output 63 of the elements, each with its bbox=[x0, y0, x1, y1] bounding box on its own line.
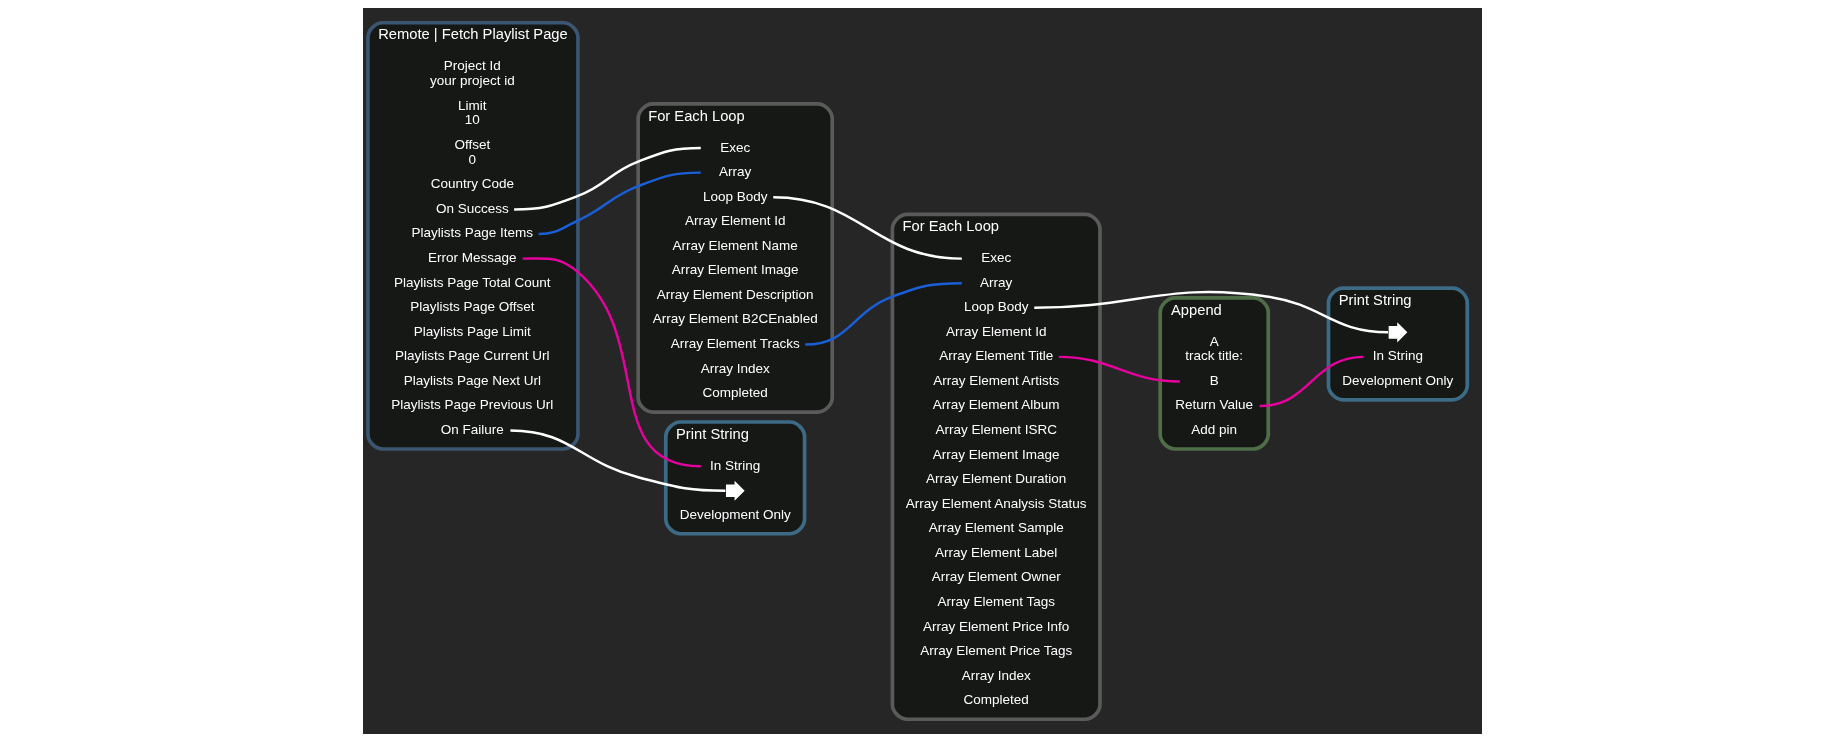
node-text: Array Element Artists bbox=[932, 372, 1059, 388]
connector bbox=[513, 146, 701, 211]
node-text: Return Value bbox=[1174, 397, 1253, 413]
connector bbox=[1033, 290, 1388, 334]
connector bbox=[804, 281, 962, 346]
connector bbox=[509, 429, 725, 492]
node-text: In String bbox=[709, 457, 760, 473]
node-text: Array Element Title bbox=[938, 348, 1053, 364]
node-text: Playlists Page Total Count bbox=[393, 274, 551, 290]
node-text: Error Message bbox=[427, 250, 517, 266]
node-text: Array Element Tags bbox=[936, 593, 1055, 609]
node-text: Development Only bbox=[1341, 372, 1453, 388]
node-text: Add pin bbox=[1190, 422, 1237, 438]
connector bbox=[1058, 355, 1180, 383]
node-text: Playlists Page Offset bbox=[409, 299, 534, 315]
node-text: Array bbox=[979, 274, 1012, 290]
node-text: Array Element Name bbox=[672, 237, 798, 253]
node-text: Project Id your project id bbox=[429, 58, 515, 89]
node-text: Array Element Id bbox=[945, 323, 1046, 339]
node-text: Array Element Image bbox=[671, 262, 799, 278]
node-text: Array Element Duration bbox=[925, 471, 1066, 487]
node-text: Playlists Page Limit bbox=[413, 323, 531, 339]
node-text: A track title: bbox=[1184, 333, 1243, 364]
node-text: Array Element Label bbox=[934, 544, 1057, 560]
node-text: On Failure bbox=[440, 422, 504, 438]
node-text: Offset 0 bbox=[453, 137, 490, 167]
node-text: Array Element B2CEnabled bbox=[652, 311, 818, 327]
node-text: Array Element ISRC bbox=[934, 422, 1057, 438]
connector bbox=[522, 257, 701, 468]
node-text: Array Index bbox=[961, 667, 1031, 683]
node-text: In String bbox=[1372, 348, 1423, 364]
connector bbox=[772, 195, 962, 260]
node-text: On Success bbox=[435, 200, 509, 216]
node-text: Playlists Page Items bbox=[411, 225, 533, 241]
node-text: Array bbox=[718, 164, 751, 180]
node-box bbox=[725, 480, 745, 501]
node-text: Exec bbox=[719, 139, 750, 155]
node-text: Array Element Description bbox=[656, 286, 814, 302]
node-text: Completed bbox=[963, 692, 1029, 708]
connector bbox=[538, 171, 701, 236]
node-text: Country Code bbox=[430, 176, 514, 192]
node-text: Array Element Tracks bbox=[670, 336, 800, 352]
node-text: B bbox=[1209, 372, 1219, 388]
node-box bbox=[1388, 322, 1407, 343]
node-text: Array Element Price Info bbox=[922, 618, 1069, 634]
connector bbox=[1259, 355, 1364, 408]
node-text: Array Element Owner bbox=[931, 569, 1061, 585]
node-text: Playlists Page Next Url bbox=[403, 372, 541, 388]
node-text: Development Only bbox=[679, 506, 791, 522]
node-text: Array Element Album bbox=[932, 397, 1060, 413]
node-text: Array Element Analysis Status bbox=[905, 495, 1087, 511]
node-text: Exec bbox=[980, 250, 1011, 266]
node-text: Array Element Id bbox=[684, 213, 785, 229]
node-text: Array Element Price Tags bbox=[919, 643, 1072, 659]
node-text: Loop Body bbox=[702, 188, 767, 204]
node-text: Limit 10 bbox=[457, 97, 487, 128]
node-text: Array Index bbox=[700, 360, 770, 376]
node-text: Array Element Image bbox=[932, 446, 1060, 462]
node-text: Completed bbox=[702, 385, 768, 401]
node-text: Playlists Page Previous Url bbox=[390, 397, 553, 413]
node-text: Loop Body bbox=[963, 299, 1028, 315]
node-text: Array Element Sample bbox=[928, 520, 1064, 536]
node-text: Playlists Page Current Url bbox=[394, 348, 550, 364]
